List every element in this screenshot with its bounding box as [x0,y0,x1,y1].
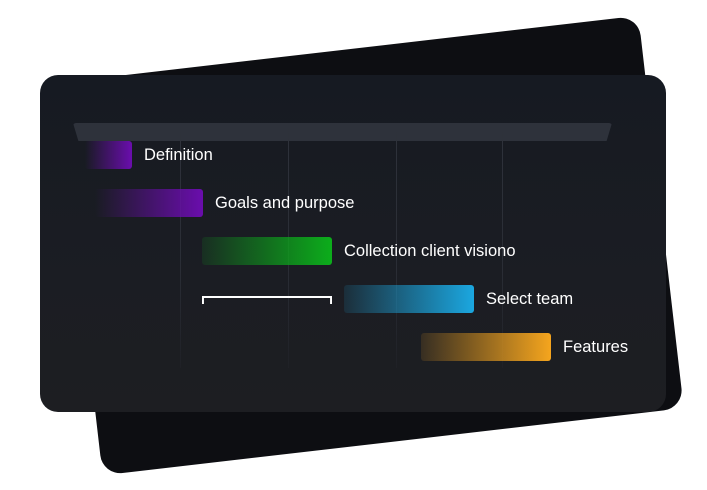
task-bar-select-team[interactable] [344,285,474,313]
gantt-panel: Definition Goals and purpose Collection … [40,75,666,412]
grid-line [396,123,397,368]
task-label-collection-client-visiono: Collection client visiono [344,242,516,260]
task-label-definition: Definition [144,146,213,164]
grid-line [180,123,181,368]
task-label-features: Features [563,338,629,356]
task-bar-definition[interactable] [85,141,132,169]
task-label-goals-and-purpose: Goals and purpose [215,194,355,212]
grid-line [502,123,503,368]
task-bar-collection-client-visiono[interactable] [202,237,332,265]
task-label-select-team: Select team [486,290,574,308]
empty-task-bracket [202,296,332,304]
task-bar-features[interactable] [421,333,551,361]
task-bar-goals-and-purpose[interactable] [95,189,203,217]
timeline-header-bar [73,123,612,141]
